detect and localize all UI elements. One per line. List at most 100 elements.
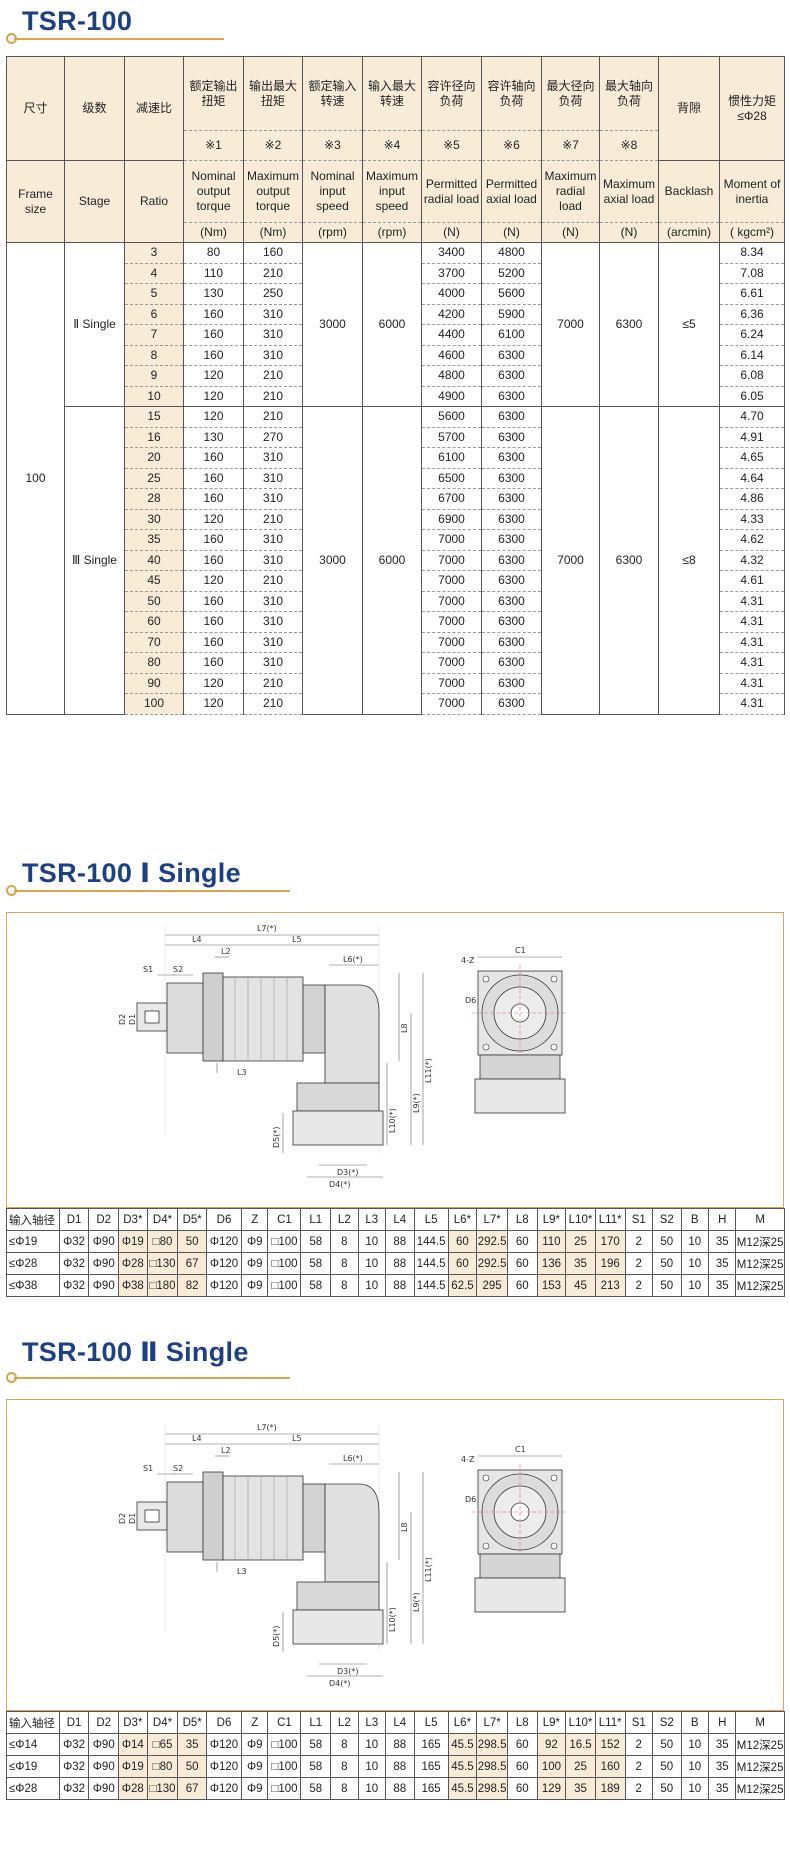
front-adapter — [479, 1553, 561, 1579]
dim-header: D2 — [88, 1208, 120, 1231]
dim-cell: Φ120 — [205, 1733, 243, 1756]
max-torque-cell: 310 — [243, 467, 303, 489]
dim-label-s2: S2 — [173, 965, 183, 974]
dim-header: Z — [241, 1208, 269, 1231]
dim-cell: 45.5 — [447, 1755, 478, 1778]
radial-load-cell: 4600 — [421, 344, 482, 366]
dim-cell: 58 — [300, 1274, 332, 1297]
dim-header: H — [707, 1711, 737, 1734]
axial-load-cell: 6300 — [481, 406, 542, 428]
dim-cell: □100 — [267, 1733, 302, 1756]
backlash-cell: ≤8 — [658, 406, 720, 715]
dim-label-s2: S2 — [173, 1464, 183, 1473]
backlash-cell: ≤5 — [658, 242, 720, 407]
dim-header: D3* — [118, 1208, 148, 1231]
ratio-cell: 25 — [124, 467, 184, 489]
dim-cell: M12深25 — [735, 1230, 785, 1253]
dim-cell: 298.5 — [476, 1777, 508, 1800]
nominal-torque-cell: 160 — [183, 488, 244, 510]
dim-label-d4: D4(*) — [329, 1679, 351, 1688]
dim-cell: 82 — [177, 1274, 207, 1297]
dim-cell: 2 — [624, 1733, 653, 1756]
dim-cell: 25 — [565, 1230, 596, 1253]
dim-header: C1 — [267, 1711, 302, 1734]
dim-label-l3: L3 — [237, 1567, 247, 1576]
nominal-torque-cell: 160 — [183, 631, 244, 653]
dim-cell: □100 — [267, 1230, 302, 1253]
dim-cell: □180 — [146, 1274, 179, 1297]
dim-label-c1: C1 — [515, 946, 526, 955]
axial-load-cell: 6300 — [481, 529, 542, 551]
max-torque-cell: 160 — [243, 242, 303, 264]
dim-label-l9: L9(*) — [412, 1093, 421, 1113]
dim-cell: Φ90 — [88, 1230, 120, 1253]
dim-cell: 100 — [536, 1755, 567, 1778]
inertia-cell: 4.91 — [719, 426, 785, 448]
dim-header: D4* — [146, 1711, 179, 1734]
dim-cell: Φ120 — [205, 1274, 243, 1297]
ratio-cell: 28 — [124, 488, 184, 510]
nominal-torque-cell: 120 — [183, 508, 244, 530]
nominal-torque-cell: 120 — [183, 672, 244, 694]
section-title-single1: TSR-100 Ⅰ Single — [22, 858, 241, 888]
max-torque-cell: 310 — [243, 303, 303, 325]
dim-cell: 88 — [385, 1733, 415, 1756]
inertia-cell: 4.31 — [719, 652, 785, 674]
cn-header: 容许径向负荷 — [421, 56, 482, 131]
dim-cell: 88 — [385, 1274, 415, 1297]
dim-cell: Φ9 — [241, 1733, 269, 1756]
unit-label: (N) — [599, 222, 659, 243]
dim-cell: □100 — [267, 1777, 302, 1800]
max-torque-cell: 250 — [243, 283, 303, 305]
axial-load-cell: 5600 — [481, 283, 542, 305]
dim-cell: 88 — [385, 1777, 415, 1800]
dim-cell: Φ32 — [58, 1274, 90, 1297]
cn-header: 额定输出扭矩 — [183, 56, 244, 131]
dim-cell: 2 — [624, 1274, 653, 1297]
dim-cell: 35 — [177, 1733, 207, 1756]
radial-load-cell: 7000 — [421, 611, 482, 633]
dim-label-l6: L6(*) — [343, 955, 363, 964]
dim-header: L7* — [476, 1711, 508, 1734]
motor-flange — [292, 1110, 384, 1146]
unit-label: (Nm) — [243, 222, 303, 243]
dim-header: C1 — [267, 1208, 302, 1231]
dim-header: 输入轴径 — [6, 1208, 60, 1231]
radial-load-cell: 3700 — [421, 262, 482, 284]
axial-load-cell: 6300 — [481, 570, 542, 592]
radial-load-cell: 6500 — [421, 467, 482, 489]
max-torque-cell: 310 — [243, 549, 303, 571]
dim-cell: 25 — [565, 1755, 596, 1778]
inertia-cell: 4.33 — [719, 508, 785, 530]
dim-cell: □100 — [267, 1252, 302, 1275]
ratio-cell: 40 — [124, 549, 184, 571]
axial-load-cell: 6300 — [481, 365, 542, 387]
ratio-cell: 100 — [124, 693, 184, 715]
radial-load-cell: 6900 — [421, 508, 482, 530]
dim-header: D1 — [58, 1711, 90, 1734]
axial-load-cell: 6300 — [481, 590, 542, 612]
dim-header: L1 — [300, 1711, 332, 1734]
max-torque-cell: 210 — [243, 262, 303, 284]
radial-load-cell: 4400 — [421, 324, 482, 346]
cn-header: 输入最大转速 — [362, 56, 422, 131]
ratio-cell: 60 — [124, 611, 184, 633]
dim-cell: 35 — [707, 1777, 737, 1800]
max-speed-cell: 6000 — [362, 406, 422, 715]
nominal-torque-cell: 120 — [183, 570, 244, 592]
nominal-torque-cell: 160 — [183, 447, 244, 469]
en-header: Backlash — [658, 160, 720, 223]
dim-cell: Φ19 — [118, 1755, 148, 1778]
title-rule — [14, 38, 224, 40]
unit-label: (N) — [481, 222, 542, 243]
cn-header: 额定输入转速 — [302, 56, 363, 131]
dim-cell: 165 — [413, 1777, 449, 1800]
dim-cell: 16.5 — [565, 1733, 596, 1756]
bolt-hole-icon — [550, 975, 558, 983]
inertia-cell: 4.62 — [719, 529, 785, 551]
dim-cell: 10 — [357, 1230, 387, 1253]
